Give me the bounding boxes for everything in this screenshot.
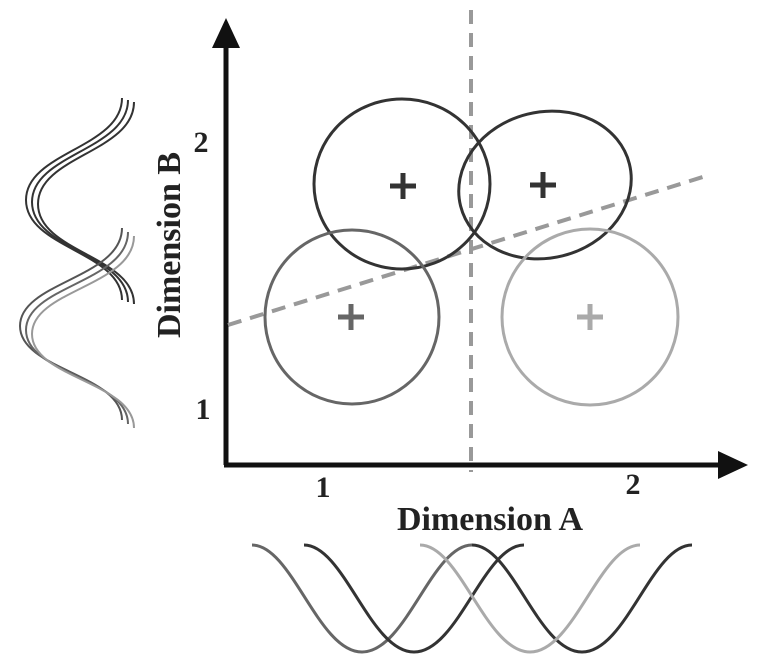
dimension-b-dark-curve-3 bbox=[36, 101, 135, 305]
dimension-a-dark-curve-2 bbox=[471, 543, 693, 654]
dimension-a-light-curve-1 bbox=[419, 543, 641, 654]
category-a2-b1-ellipse bbox=[500, 227, 680, 407]
dimension-a-dark-curve-1 bbox=[303, 543, 525, 654]
category-a2-b1-centroid-plus bbox=[577, 304, 603, 330]
dimension-a-distribution-curves bbox=[251, 543, 693, 654]
dimension-b-dark-curves bbox=[24, 97, 135, 305]
x-tick-label-1: 1 bbox=[316, 471, 331, 504]
y-tick-label-1: 1 bbox=[196, 393, 211, 426]
dimension-b-dark-curve-1 bbox=[24, 97, 123, 301]
axes bbox=[212, 18, 748, 479]
dimension-a-mid-curve-1 bbox=[251, 543, 473, 654]
category-a1-b1-centroid-plus bbox=[338, 304, 364, 330]
y-axis-arrowhead bbox=[212, 18, 240, 48]
category-centroids bbox=[338, 172, 603, 330]
category-a2-b2-centroid-plus bbox=[530, 172, 556, 198]
category-a1-b1-ellipse bbox=[263, 228, 441, 406]
y-tick-label-2: 2 bbox=[194, 126, 209, 159]
category-a1-b2-centroid-plus bbox=[390, 173, 416, 199]
diagonal-category-boundary bbox=[227, 174, 707, 327]
category-ellipses bbox=[263, 97, 680, 407]
category-a2-b2-ellipse bbox=[457, 109, 633, 261]
category-a1-b2-ellipse bbox=[312, 97, 492, 271]
y-axis-title: Dimension B bbox=[151, 152, 188, 338]
dimension-b-light-curves bbox=[18, 227, 135, 429]
dimension-b-light-curve-1 bbox=[30, 235, 135, 429]
dimension-b-distribution-curves bbox=[18, 97, 135, 429]
x-tick-label-2: 2 bbox=[626, 468, 641, 501]
x-axis-arrowhead bbox=[718, 451, 748, 479]
x-axis-title: Dimension A bbox=[397, 501, 584, 538]
